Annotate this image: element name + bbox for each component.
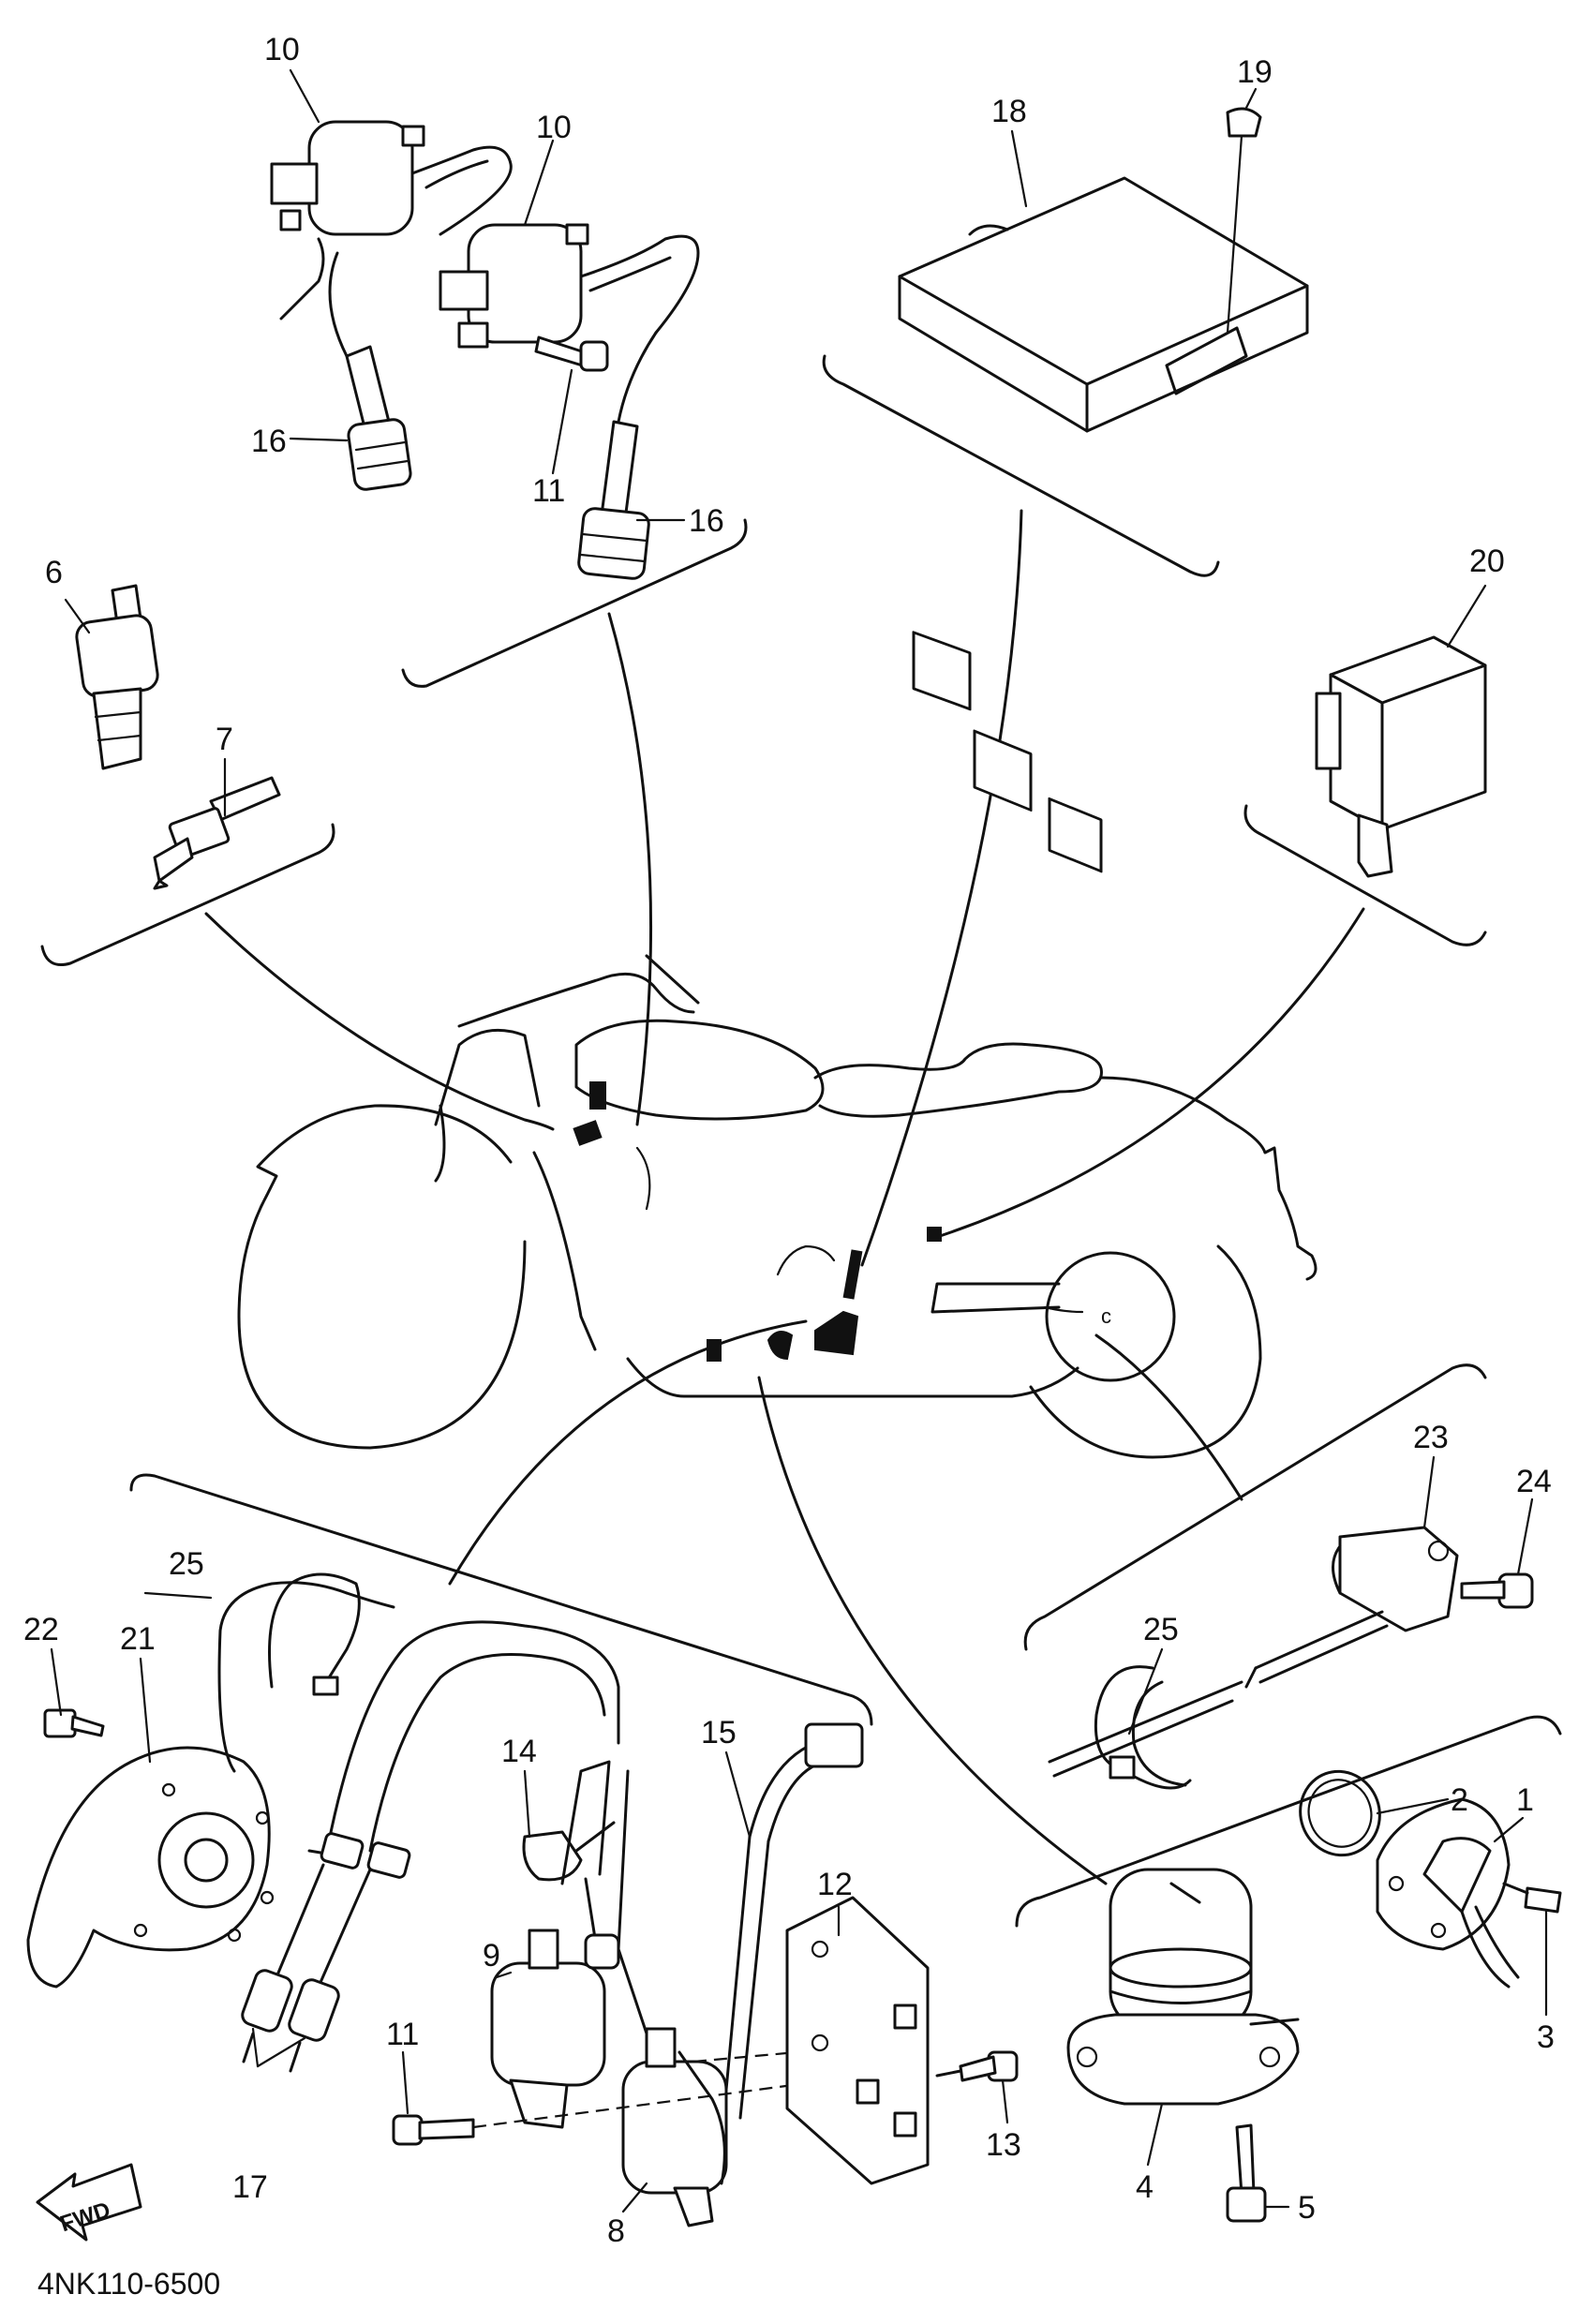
callout-25-right: 25	[1143, 1612, 1179, 1647]
callout-2: 2	[1451, 1782, 1468, 1818]
pump-bolt	[1226, 2123, 1267, 2223]
ignition-coil-bottom-9	[490, 1760, 620, 2129]
callout-7: 7	[216, 722, 233, 757]
motorcycle-silhouette: c	[237, 954, 1318, 1459]
cdi-bolt	[1226, 107, 1262, 335]
callout-14: 14	[501, 1734, 537, 1769]
horn-wire-harness	[217, 1572, 395, 1773]
callout-10-upper: 10	[264, 32, 300, 67]
pump-cover	[1376, 1797, 1520, 1989]
spark-plug-cap-left	[345, 345, 412, 491]
ignition-coil-lower	[439, 223, 700, 424]
callout-4: 4	[1136, 2169, 1154, 2205]
callout-leaders	[50, 68, 1548, 2213]
speed-sensor	[1244, 1526, 1459, 1689]
callout-24: 24	[1516, 1464, 1552, 1499]
sensor-bolt	[1460, 1572, 1534, 1609]
callout-23: 23	[1413, 1420, 1449, 1455]
coil-bolt-upper	[534, 335, 609, 372]
callout-6: 6	[45, 555, 63, 590]
callout-18: 18	[991, 94, 1027, 129]
callout-20: 20	[1469, 544, 1505, 579]
ignition-coil-upper	[270, 120, 513, 358]
fuel-pump	[1066, 1868, 1300, 2106]
callout-21: 21	[120, 1621, 156, 1657]
callout-9: 9	[483, 1938, 500, 1974]
callout-22: 22	[23, 1612, 59, 1647]
callout-12: 12	[817, 1867, 853, 1902]
callout-13: 13	[986, 2127, 1021, 2163]
callout-11-upper: 11	[532, 473, 565, 509]
leader-curves	[204, 509, 1365, 1885]
plug-lead-set	[241, 1620, 620, 2073]
bracket-bolt	[935, 2050, 1019, 2082]
callout-8: 8	[607, 2213, 625, 2249]
group-brackets	[40, 354, 1562, 1928]
callout-1: 1	[1516, 1782, 1534, 1818]
callout-5: 5	[1298, 2190, 1316, 2226]
cdi-unit	[898, 176, 1309, 873]
lead-clamp	[522, 1821, 616, 1882]
ignition-coil-bottom-8	[617, 1769, 728, 2227]
thermo-switch	[75, 584, 159, 770]
callout-15: 15	[701, 1715, 737, 1750]
callout-11-lower: 11	[386, 2017, 419, 2052]
svg-text:c: c	[1101, 1304, 1111, 1328]
coil-lead	[724, 1722, 864, 2120]
diagram-part-code: 4NK110-6500	[37, 2267, 220, 2301]
spark-plug-cap-right	[577, 420, 650, 580]
coil-mounting-bracket	[785, 1896, 930, 2185]
cover-screw	[1502, 1882, 1562, 1914]
callout-16-left: 16	[251, 424, 287, 459]
callout-3: 3	[1537, 2019, 1555, 2055]
fwd-arrow: FWD	[36, 2163, 142, 2242]
callout-19: 19	[1237, 54, 1273, 90]
temperature-sensor	[153, 776, 281, 890]
horn-bolt	[43, 1708, 105, 1738]
callout-17: 17	[232, 2169, 268, 2205]
callout-10-lower: 10	[536, 110, 572, 145]
callout-16-right: 16	[689, 503, 724, 539]
o-ring-seal	[1299, 1769, 1381, 1857]
horn	[26, 1746, 275, 1989]
sensor-wire-harness	[1048, 1665, 1243, 1790]
relay-unit	[1315, 635, 1487, 878]
callout-labels: 10 10 16 11 16 6 7 18 19 20 25 22 21 14 …	[23, 32, 1555, 2249]
callout-25-left: 25	[169, 1546, 204, 1582]
